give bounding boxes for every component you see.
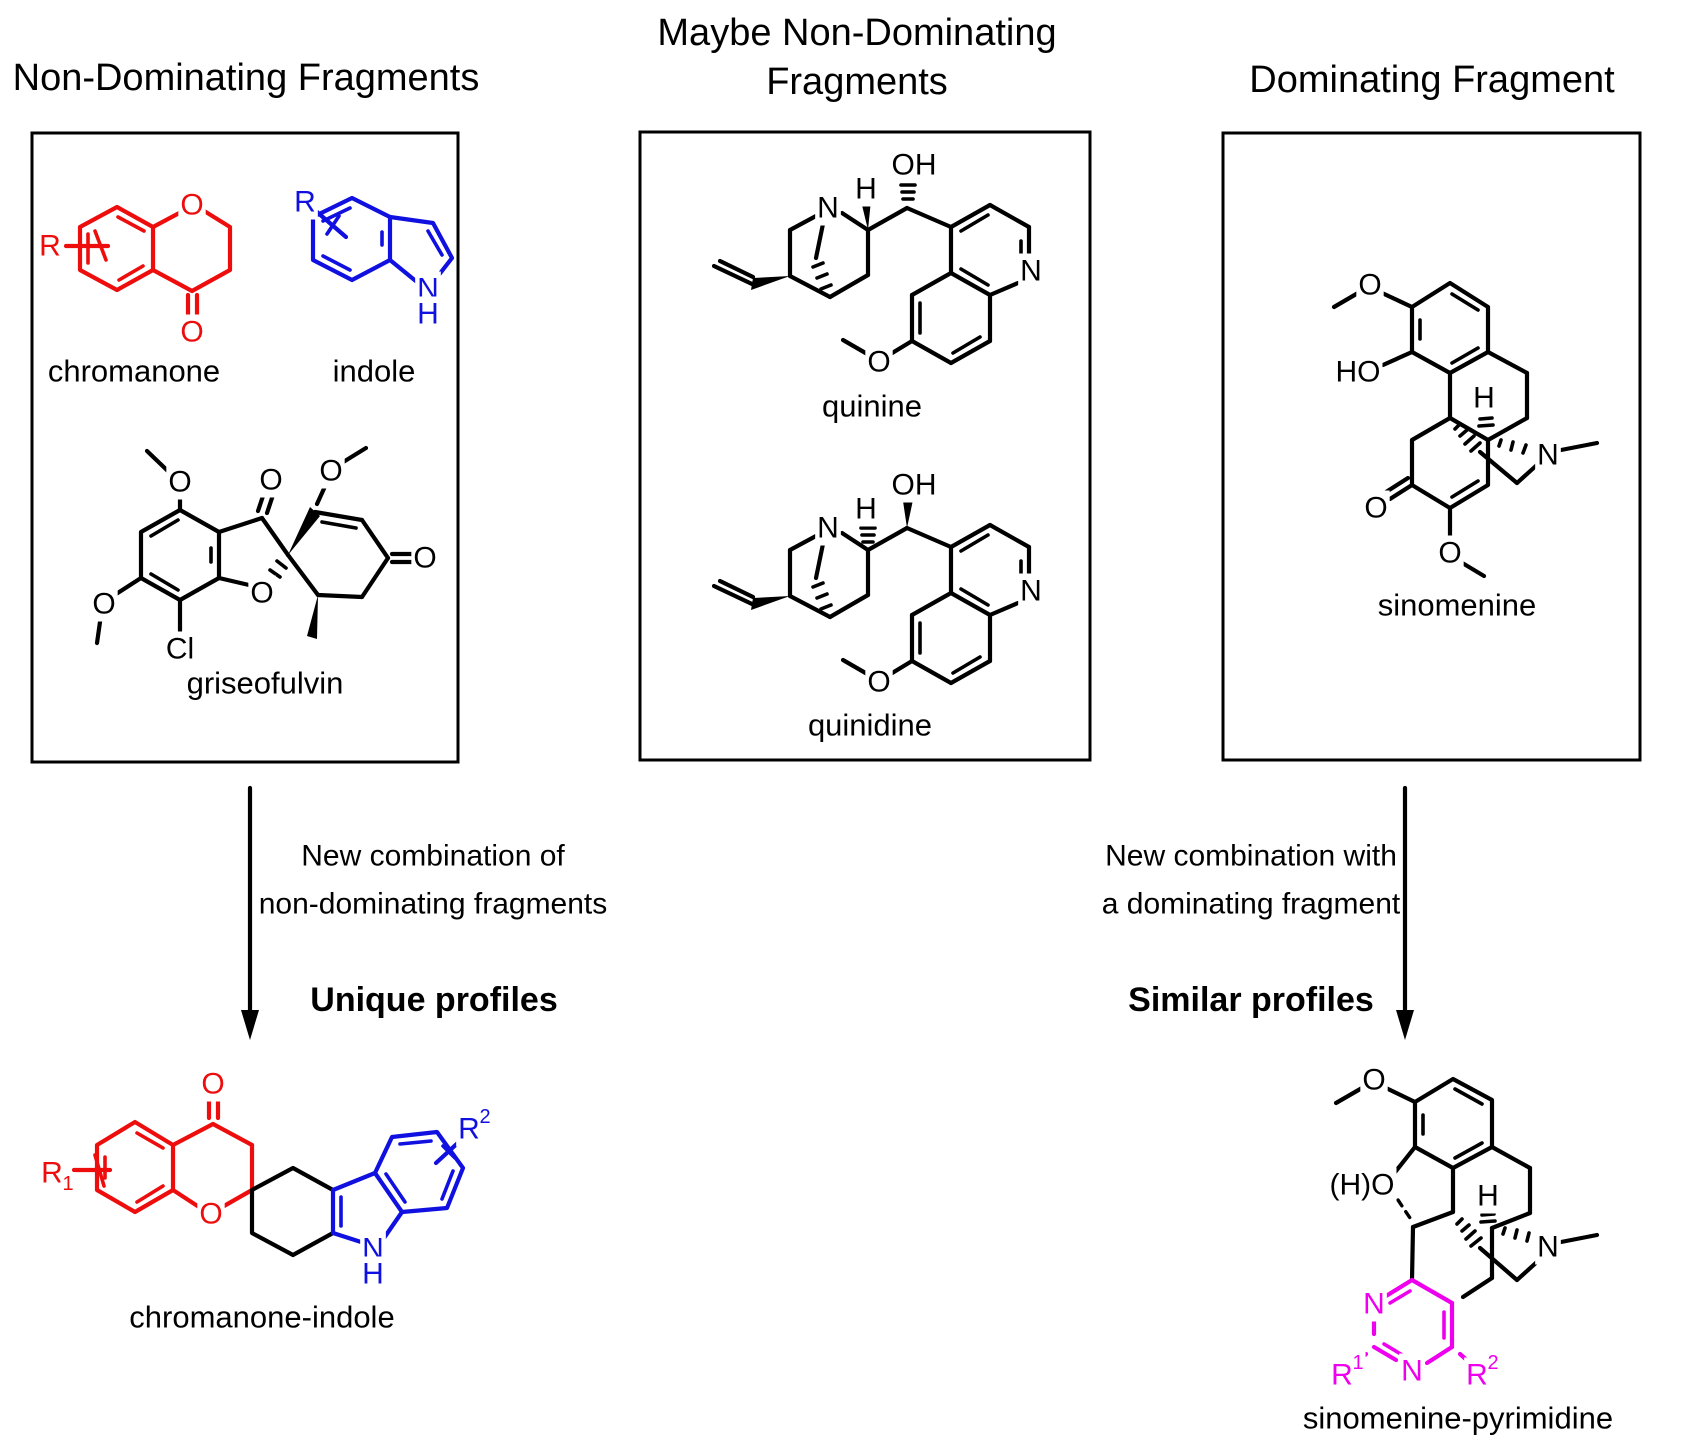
- heading-dominating: Dominating Fragment: [1249, 59, 1615, 101]
- indole-r-label: R: [294, 186, 316, 219]
- sinomenine-ketone-oxygen-label: O: [1364, 492, 1387, 525]
- chromanone-indole-r1-label: R: [41, 1157, 63, 1190]
- griseofulvin-enone-oxygen-label: O: [413, 542, 436, 575]
- right-flow-line1: New combination with: [1105, 840, 1397, 873]
- quinidine-quinuclidine-n-label: N: [817, 512, 839, 545]
- indole-nh-hydrogen-label: H: [417, 298, 439, 331]
- quinidine-quinoline-n-label: N: [1020, 575, 1042, 608]
- indole-name: indole: [333, 354, 416, 389]
- chromanone-r-label: R: [39, 230, 61, 263]
- right-flow-line2: a dominating fragment: [1102, 888, 1401, 921]
- griseofulvin-structure: O O O O O O Cl griseofulvin: [90, 445, 439, 701]
- sinomenine-pyrimidine-n3-label: N: [1401, 1355, 1423, 1388]
- chromanone-indole-r1-subscript: 1: [62, 1173, 73, 1195]
- heading-maybe-line2: Fragments: [766, 61, 948, 103]
- quinine-methoxy-oxygen-label: O: [867, 346, 890, 379]
- quinine-quinoline-n-label: N: [1020, 255, 1042, 288]
- sinomenine-pyrimidine-name: sinomenine-pyrimidine: [1303, 1401, 1613, 1436]
- sinomenine-name: sinomenine: [1378, 588, 1537, 623]
- heading-maybe-line1: Maybe Non-Dominating: [657, 12, 1056, 54]
- indole-structure: R N H indole: [292, 184, 455, 389]
- sinomenine-pyrimidine-amine-n-label: N: [1537, 1231, 1559, 1264]
- right-arrowhead-icon: [1396, 1010, 1414, 1040]
- chromanone-indole-structure: R 1 O O R 2 N H chromanone-indole: [39, 1066, 493, 1335]
- quinidine-methoxy-oxygen-label: O: [867, 666, 890, 699]
- sinomenine-pyrimidine-r1-superscript: 1: [1352, 1352, 1363, 1374]
- chromanone-indole-nh-hydrogen-label: H: [362, 1258, 384, 1291]
- griseofulvin-top-methoxy-oxygen-label: O: [168, 466, 191, 499]
- quinidine-name: quinidine: [808, 708, 932, 743]
- box-maybe-non-dominating: [638, 130, 1092, 762]
- sinomenine-pyrimidine-methoxy-oxygen-label: O: [1362, 1064, 1385, 1097]
- griseofulvin-right-methoxy-oxygen-label: O: [319, 455, 342, 488]
- chromanone-indole-name: chromanone-indole: [129, 1300, 394, 1335]
- left-flow-line2: non-dominating fragments: [259, 888, 608, 921]
- chromanone-indole-ring-oxygen-label: O: [199, 1198, 222, 1231]
- sinomenine-methoxy-oxygen-label: O: [1358, 269, 1381, 302]
- chromanone-ring-oxygen-label: O: [180, 189, 203, 222]
- chromanone-name: chromanone: [48, 354, 220, 389]
- heading-non-dominating: Non-Dominating Fragments: [13, 57, 480, 99]
- quinine-h-label: H: [855, 173, 877, 206]
- left-arrow: [241, 785, 259, 1040]
- sinomenine-h-label: H: [1473, 382, 1495, 415]
- chromanone-indole-r2-superscript: 2: [479, 1106, 490, 1128]
- sinomenine-pyrimidine-r2-label: R: [1466, 1359, 1488, 1392]
- griseofulvin-furan-oxygen-label: O: [250, 577, 273, 610]
- left-arrowhead-icon: [241, 1010, 259, 1040]
- quinine-quinuclidine-n-label: N: [817, 192, 839, 225]
- quinidine-oh-label: OH: [892, 469, 937, 502]
- chromanone-indole-r2-label: R: [458, 1113, 480, 1146]
- sinomenine-pyrimidine-structure: O (H)O H N N N R 1 R 2 sinomenine-pyrimi…: [1303, 1062, 1613, 1436]
- griseofulvin-chlorine-label: Cl: [166, 633, 194, 666]
- box-dominating: [1221, 131, 1642, 762]
- quinine-structure: OH H N N O quinine: [711, 147, 1044, 424]
- sinomenine-pyrimidine-n1-label: N: [1363, 1288, 1385, 1321]
- sinomenine-n-label: N: [1537, 439, 1559, 472]
- sinomenine-pyrimidine-ho-label: (H)O: [1330, 1169, 1395, 1202]
- quinidine-structure: OH H N N O quinidine: [711, 467, 1044, 743]
- box-non-dominating: [30, 131, 460, 764]
- quinidine-h-label: H: [855, 493, 877, 526]
- griseofulvin-ketone-oxygen-label: O: [259, 464, 282, 497]
- sinomenine-enol-oxygen-label: O: [1438, 537, 1461, 570]
- sinomenine-pyrimidine-r1-label: R: [1331, 1359, 1353, 1392]
- griseofulvin-left-methoxy-oxygen-label: O: [92, 588, 115, 621]
- griseofulvin-name: griseofulvin: [187, 666, 344, 701]
- left-flow-line1: New combination of: [301, 840, 565, 873]
- chromanone-structure: R O O chromanone: [37, 187, 233, 389]
- right-flow-result: Similar profiles: [1128, 981, 1374, 1019]
- chromanone-indole-carbonyl-oxygen-label: O: [201, 1068, 224, 1101]
- sinomenine-ho-label: HO: [1336, 356, 1381, 389]
- right-arrow: [1396, 785, 1414, 1040]
- quinine-oh-label: OH: [892, 149, 937, 182]
- quinine-name: quinine: [822, 389, 922, 424]
- chromanone-carbonyl-oxygen-label: O: [180, 316, 203, 349]
- sinomenine-pyrimidine-r2-superscript: 2: [1487, 1352, 1498, 1374]
- left-flow-result: Unique profiles: [310, 981, 557, 1019]
- sinomenine-pyrimidine-h-label: H: [1477, 1180, 1499, 1213]
- sinomenine-structure: O HO H N O O sinomenine: [1331, 267, 1600, 623]
